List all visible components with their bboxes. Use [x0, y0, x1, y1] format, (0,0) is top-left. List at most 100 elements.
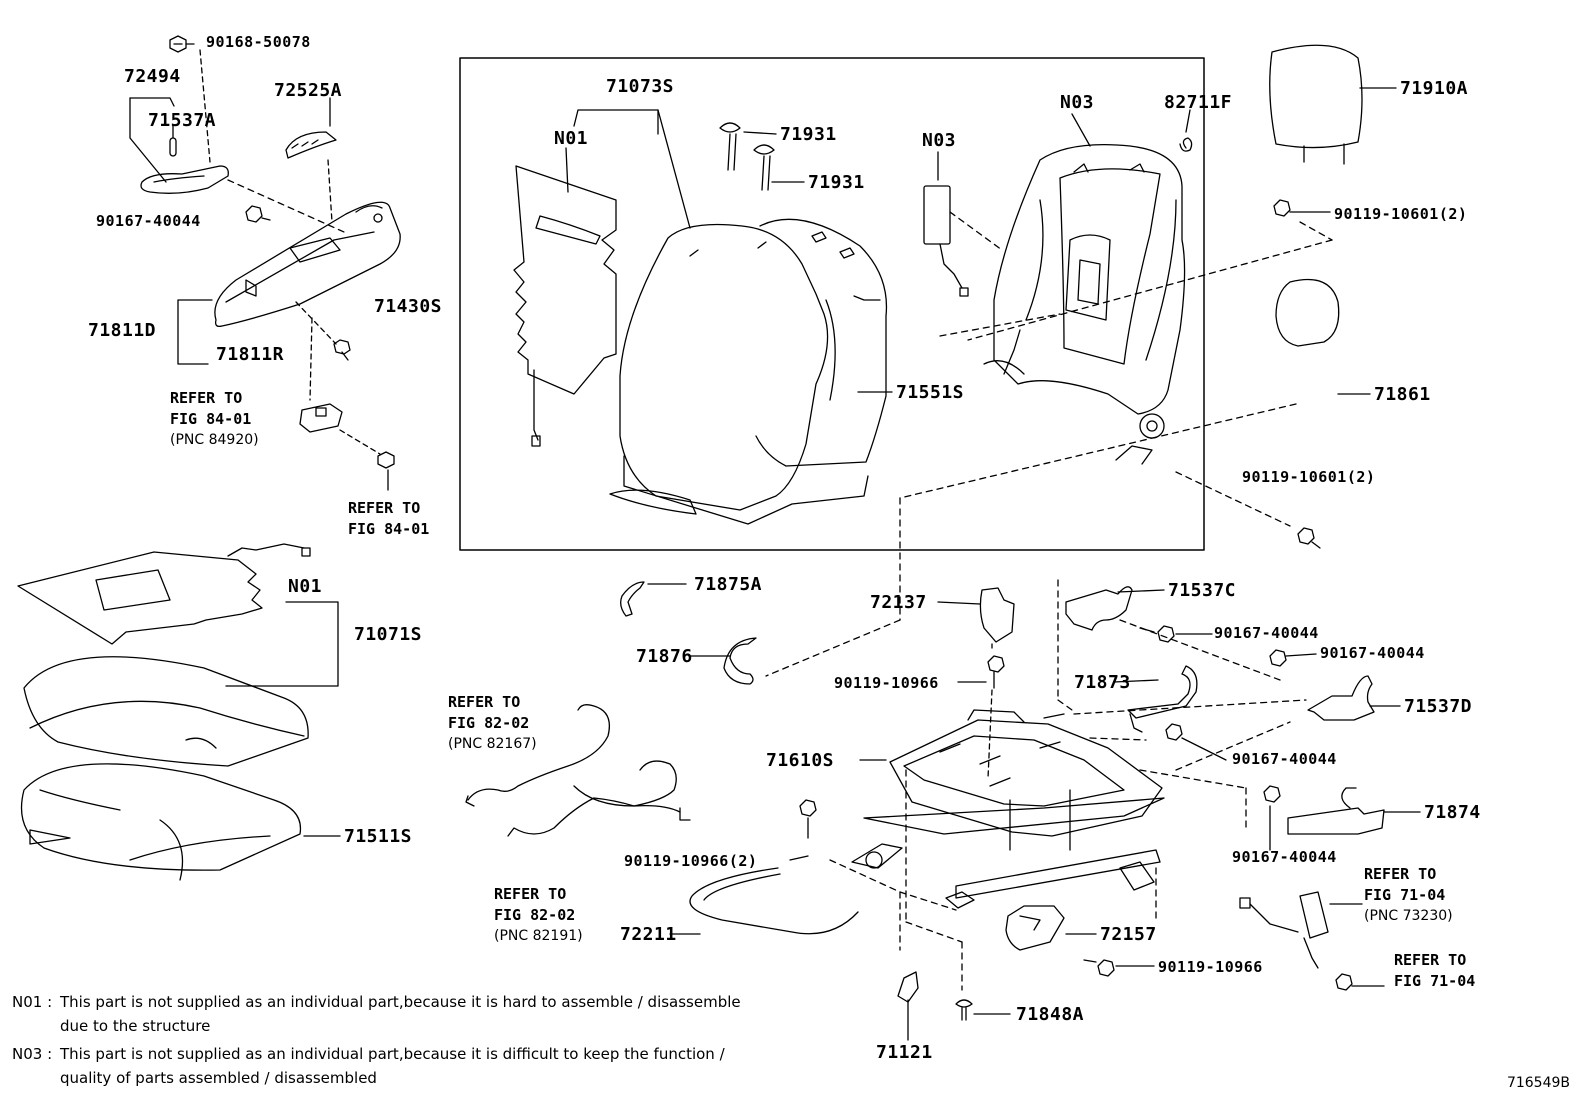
cushion-pad-71511S-icon	[20, 763, 302, 881]
note-N01: N01 : This part is not supplied as an ind…	[12, 990, 741, 1038]
headrest-71910A-icon	[1269, 44, 1363, 165]
bolt-90168-50078-icon	[169, 35, 195, 53]
refer-line-1: REFER TO	[1364, 865, 1437, 883]
bolt-90119-10966-a-icon	[987, 655, 1005, 689]
label-71551S: 71551S	[896, 382, 965, 403]
seatback-cover-71551S-icon	[609, 218, 888, 525]
label-90119-10966-2: 90119-10966(2)	[624, 852, 758, 870]
label-71537C: 71537C	[1168, 580, 1237, 601]
wire-72211-icon	[689, 867, 859, 935]
seat-adjuster-71610S-icon	[851, 709, 1165, 909]
note-code: N01 :	[12, 993, 53, 1011]
label-71875A: 71875A	[694, 574, 763, 595]
note-text: This part is not supplied as an individu…	[60, 1045, 725, 1063]
label-71537A: 71537A	[148, 110, 217, 131]
label-N01-left: N01	[288, 576, 323, 597]
label-N01-top: N01	[554, 128, 589, 149]
label-90167-40044-d: 90167-40044	[1232, 750, 1337, 768]
seatbelt-buckle-icon	[1239, 891, 1385, 991]
refer-line-1: REFER TO	[448, 693, 521, 711]
label-71848A: 71848A	[1016, 1004, 1085, 1025]
seatback-frame-icon	[983, 143, 1186, 465]
refer-pnc: (PNC 84920)	[170, 432, 259, 448]
refer-to-fig-84-01: REFER TO FIG 84-01	[348, 498, 429, 540]
seatback-group-box	[459, 57, 1205, 551]
heater-N03-icon	[923, 185, 969, 297]
refer-line-1: REFER TO	[1394, 951, 1467, 969]
bolt-90119-10601-a-icon	[1273, 199, 1331, 217]
bolt-71811R-icon	[333, 339, 351, 361]
refer-line-2: FIG 84-01	[348, 520, 430, 538]
label-71537D: 71537D	[1404, 696, 1473, 717]
cover-72137-icon	[979, 587, 1015, 643]
bolt-90167-40044-b-icon	[1157, 625, 1213, 643]
label-71811R: 71811R	[216, 344, 285, 365]
label-72525A: 72525A	[274, 80, 343, 101]
label-71430S: 71430S	[374, 296, 443, 317]
clip-71931-a-icon	[719, 122, 777, 171]
label-90119-10966-b: 90119-10966	[1158, 958, 1263, 976]
note-N03: N03 :This part is not supplied as an ind…	[12, 1042, 725, 1090]
bolt-90119-10966-2-icon	[799, 799, 817, 839]
refer-line-2: FIG 82-02	[448, 714, 530, 732]
note-text: This part is not supplied as an individu…	[60, 993, 741, 1011]
refer-line-1: REFER TO	[170, 389, 243, 407]
cover-72494-icon	[140, 125, 229, 194]
label-90167-40044-a: 90167-40044	[96, 212, 201, 230]
label-71910A: 71910A	[1400, 78, 1469, 99]
seatback-pad-N01-icon	[513, 165, 617, 447]
label-72211: 72211	[620, 924, 677, 945]
label-71861: 71861	[1374, 384, 1431, 405]
cover-71121-icon	[897, 971, 919, 1041]
label-90167-40044-b: 90167-40044	[1214, 624, 1319, 642]
bolt-90167-40044-c-icon	[1269, 649, 1317, 667]
label-71073S: 71073S	[606, 76, 675, 97]
refer-to-fig-82-02-pnc-82191: REFER TO FIG 82-02 (PNC 82191)	[494, 884, 583, 947]
label-90168-50078: 90168-50078	[206, 33, 311, 51]
wire-82167-icon	[465, 704, 611, 807]
note-text-continued: due to the structure	[60, 1017, 211, 1035]
label-71931-a: 71931	[780, 124, 837, 145]
label-71931-b: 71931	[808, 172, 865, 193]
label-71811D: 71811D	[88, 320, 157, 341]
refer-to-fig-71-04-pnc-73230: REFER TO FIG 71-04 (PNC 73230)	[1364, 864, 1453, 927]
cushion-71071S-icon	[23, 656, 309, 767]
label-90119-10966-a: 90119-10966	[834, 674, 939, 692]
refer-pnc: (PNC 82191)	[494, 928, 583, 944]
label-90119-10601-2-a: 90119-10601(2)	[1334, 205, 1468, 223]
refer-line-2: FIG 84-01	[170, 410, 252, 428]
label-82711F: 82711F	[1164, 92, 1233, 113]
wire-82191-icon	[507, 760, 691, 837]
label-N03-a: N03	[922, 130, 957, 151]
label-90119-10601-2-b: 90119-10601(2)	[1242, 468, 1376, 486]
refer-line-2: FIG 71-04	[1394, 972, 1476, 990]
refer-line-1: REFER TO	[348, 499, 421, 517]
bracket-71537D-icon	[1307, 675, 1375, 721]
label-71874: 71874	[1424, 802, 1481, 823]
label-71610S: 71610S	[766, 750, 835, 771]
cover-72157-icon	[1005, 905, 1065, 951]
refer-line-1: REFER TO	[494, 885, 567, 903]
label-71071S: 71071S	[354, 624, 423, 645]
refer-to-fig-84-01-pnc-84920: REFER TO FIG 84-01 (PNC 84920)	[170, 388, 259, 451]
label-90167-40044-c: 90167-40044	[1320, 644, 1425, 662]
label-72157: 72157	[1100, 924, 1157, 945]
cover-71876-icon	[723, 637, 757, 685]
label-72137: 72137	[870, 592, 927, 613]
bolt-90167-40044-a-icon	[245, 205, 271, 223]
label-71873: 71873	[1074, 672, 1131, 693]
clip-71931-b-icon	[753, 144, 805, 191]
bolt-90167-40044-d-icon	[1165, 723, 1227, 761]
refer-to-fig-71-04: REFER TO FIG 71-04	[1394, 950, 1475, 992]
label-90167-40044-e: 90167-40044	[1232, 848, 1337, 866]
label-71876: 71876	[636, 646, 693, 667]
refer-pnc: (PNC 82167)	[448, 736, 537, 752]
cover-71875A-icon	[620, 581, 645, 617]
refer-to-fig-82-02-pnc-82167: REFER TO FIG 82-02 (PNC 82167)	[448, 692, 537, 755]
screw-refer-84-01-icon	[377, 451, 395, 491]
cover-71861-icon	[1275, 278, 1340, 347]
label-72494: 72494	[124, 66, 181, 87]
bracket-71537C-icon	[1065, 586, 1133, 631]
